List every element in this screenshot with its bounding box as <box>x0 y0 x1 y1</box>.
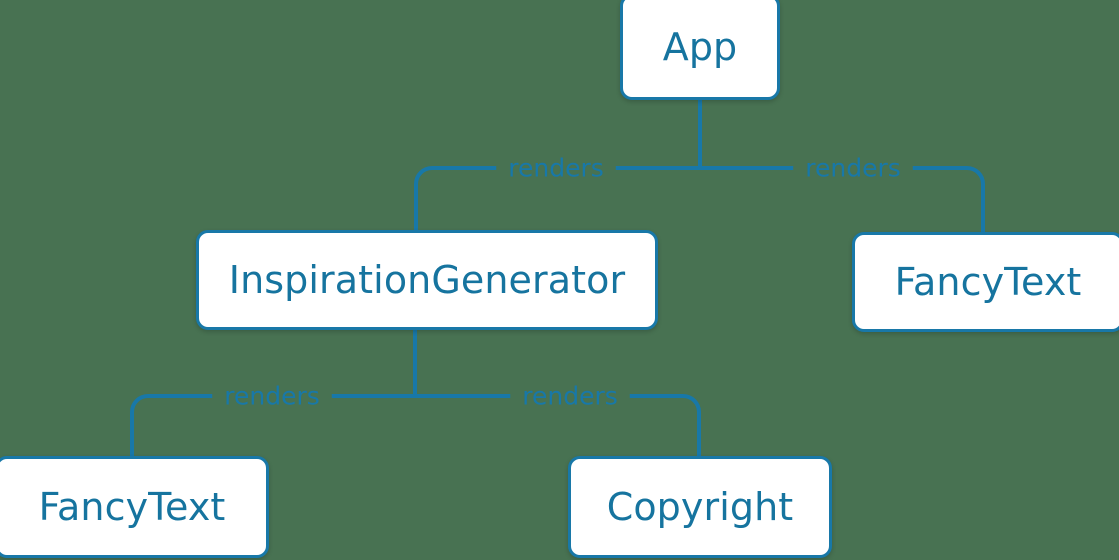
node-fancytext-right[interactable]: FancyText <box>852 232 1119 332</box>
edge-label-app-to-inspirationgenerator: renders <box>508 153 604 183</box>
node-fancytext-right-label: FancyText <box>894 260 1082 304</box>
node-fancytext-bottom[interactable]: FancyText <box>0 456 269 558</box>
node-inspirationgenerator-label: InspirationGenerator <box>228 258 626 302</box>
node-copyright-label: Copyright <box>606 485 794 529</box>
node-app-label: App <box>662 25 738 69</box>
edge-label-app-to-fancytext: renders <box>805 153 901 183</box>
node-copyright[interactable]: Copyright <box>568 456 832 558</box>
node-fancytext-bottom-label: FancyText <box>38 485 226 529</box>
node-app[interactable]: App <box>620 0 780 100</box>
node-inspirationgenerator[interactable]: InspirationGenerator <box>196 230 658 330</box>
edge-label-inspirationgenerator-to-fancytext: renders <box>224 381 320 411</box>
edge-label-inspirationgenerator-to-copyright: renders <box>522 381 618 411</box>
